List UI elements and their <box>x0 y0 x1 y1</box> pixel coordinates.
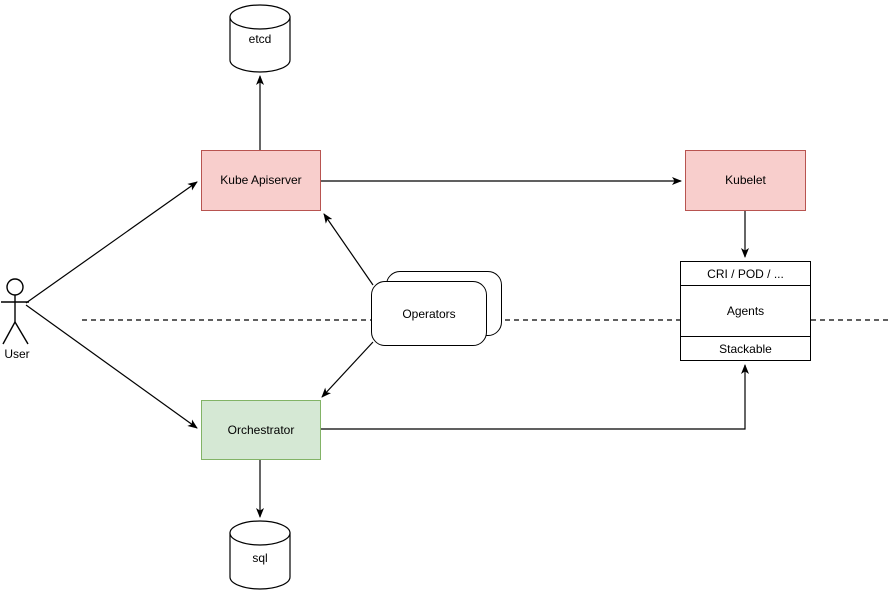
edge-user-to-orchestrator <box>25 304 198 429</box>
agents-body-label: Agents <box>726 304 765 318</box>
user-label: User <box>4 347 30 361</box>
edge-operators-to-orchestrator <box>321 341 374 398</box>
operators-node[interactable]: Operators <box>371 281 487 346</box>
kubelet-node[interactable]: Kubelet <box>685 150 806 211</box>
agents-header-section[interactable]: CRI / POD / ... <box>681 262 810 286</box>
edge-user-to-apiserver <box>25 181 198 304</box>
sql-label: sql <box>252 550 268 565</box>
user-actor-shape <box>1 278 29 345</box>
orchestrator-node[interactable]: Orchestrator <box>201 400 321 460</box>
kubelet-label: Kubelet <box>725 173 766 188</box>
etcd-node[interactable]: etcd <box>230 27 290 51</box>
agents-header-label: CRI / POD / ... <box>707 266 784 281</box>
operators-label: Operators <box>402 306 456 321</box>
agents-footer-label: Stackable <box>719 341 772 356</box>
edge-orchestrator-to-stackable <box>321 364 749 430</box>
edge-operators-to-apiserver <box>323 213 374 286</box>
orchestrator-label: Orchestrator <box>227 422 295 437</box>
sql-node[interactable]: sql <box>230 546 290 570</box>
etcd-label: etcd <box>248 31 272 46</box>
agents-footer-section[interactable]: Stackable <box>681 336 810 360</box>
agents-node[interactable]: CRI / POD / ... Agents Stackable <box>680 261 811 361</box>
agents-body-section[interactable]: Agents <box>681 286 810 336</box>
user-actor-node[interactable]: User <box>0 347 34 361</box>
kube-apiserver-node[interactable]: Kube Apiserver <box>201 150 321 211</box>
kube-apiserver-label: Kube Apiserver <box>220 173 302 188</box>
